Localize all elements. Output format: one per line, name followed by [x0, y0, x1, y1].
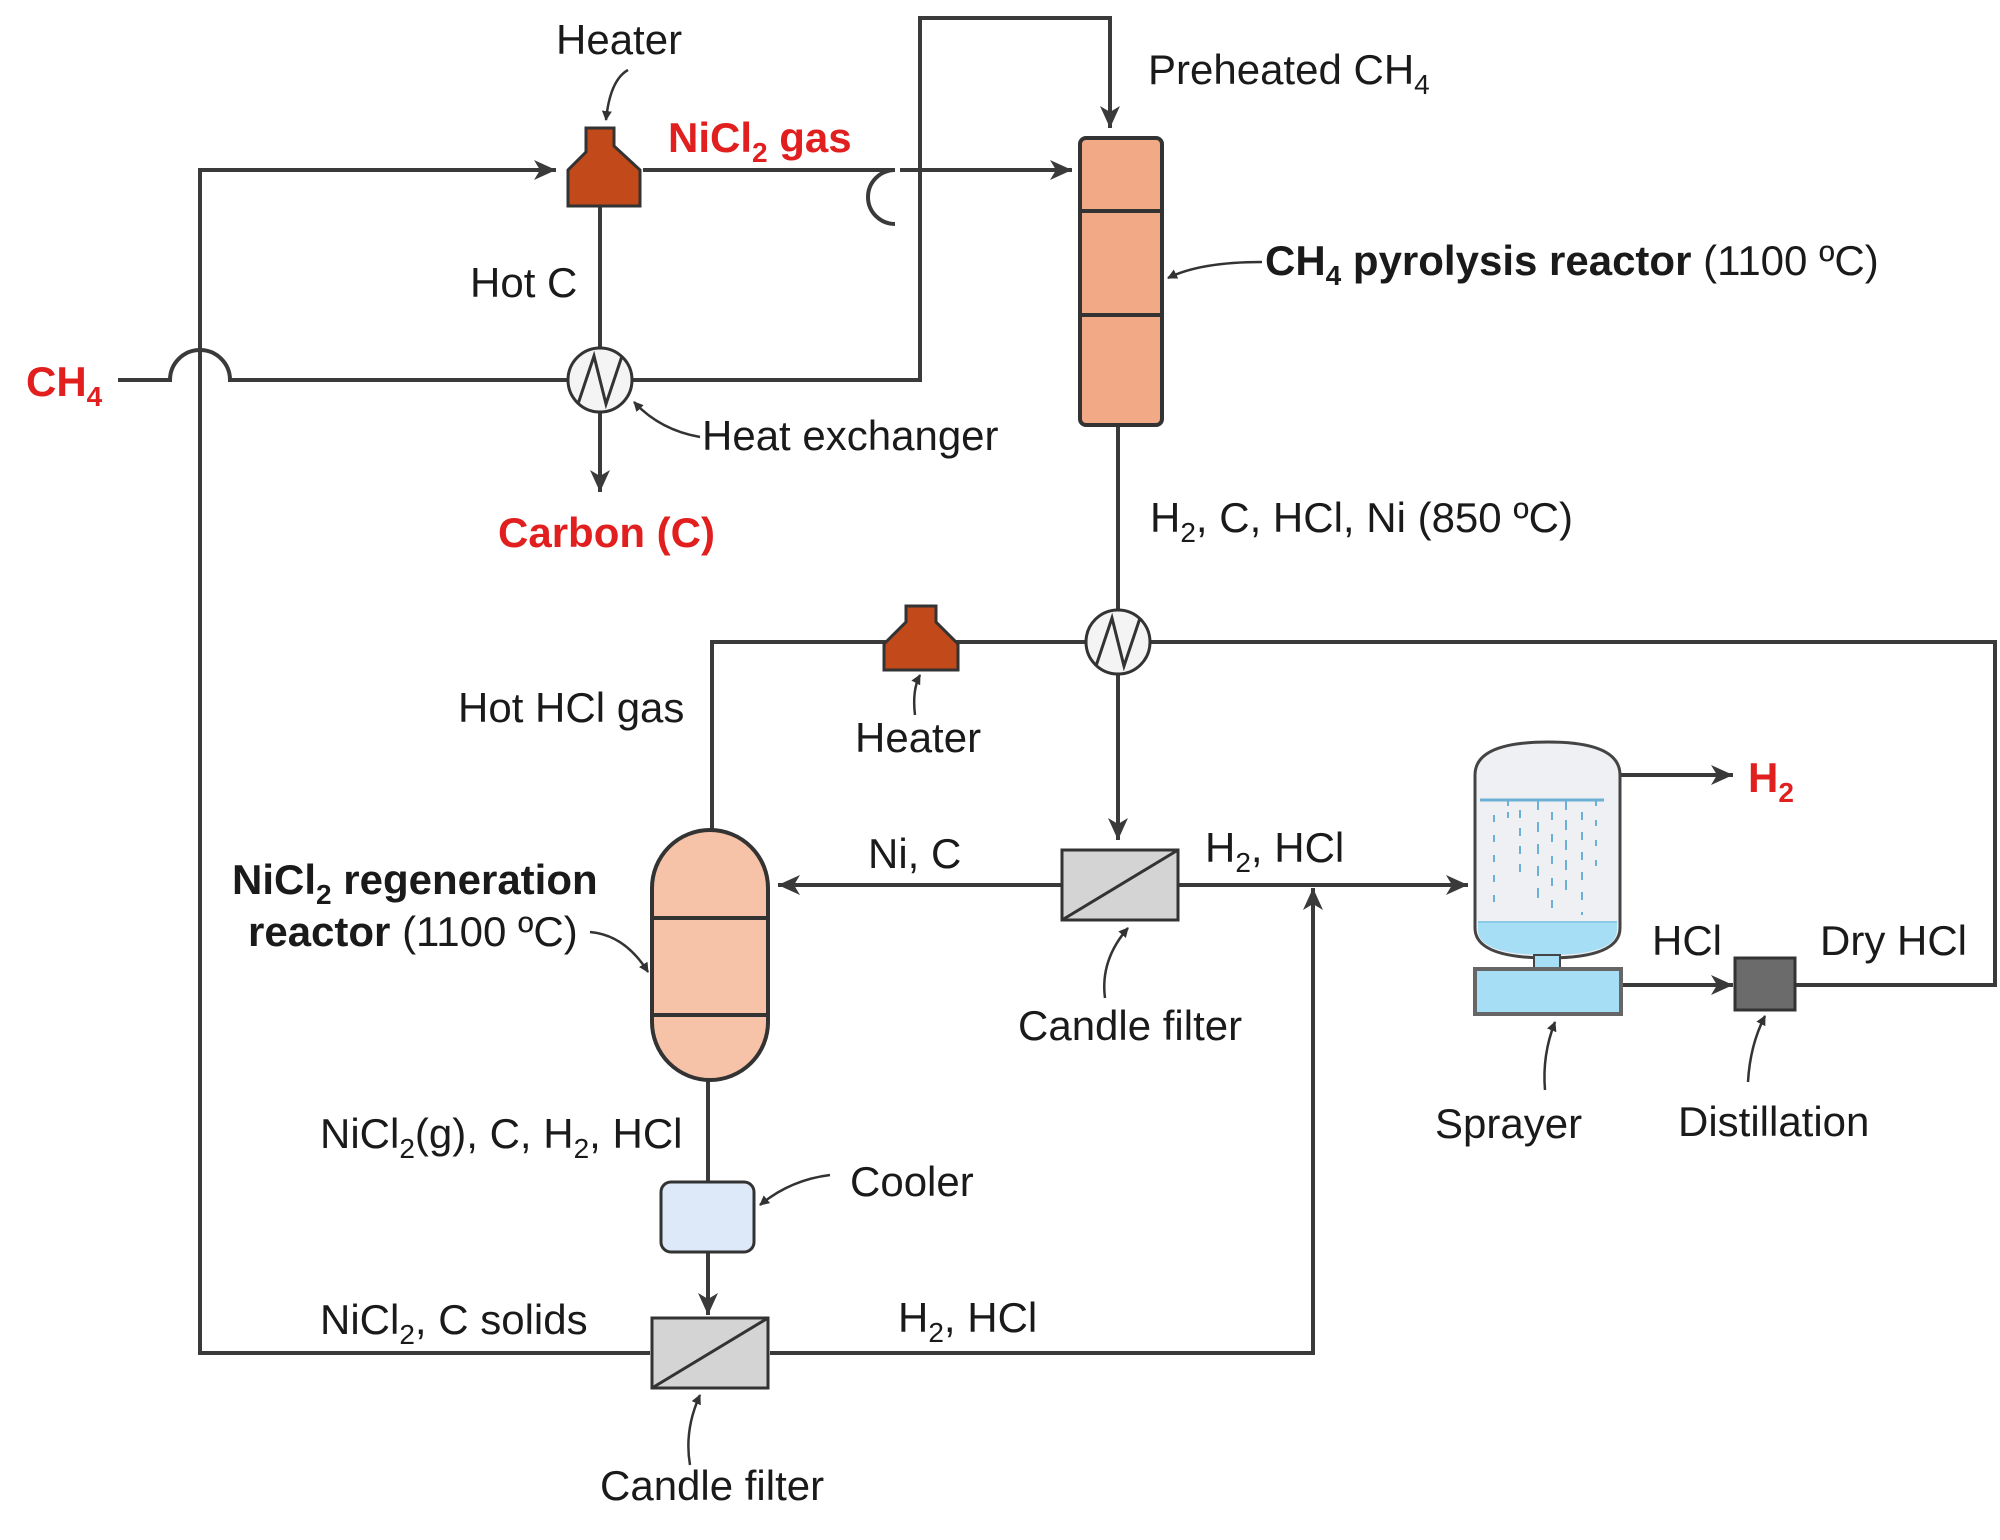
hot-hcl-gas-pipe — [710, 640, 1090, 830]
nicl2-gas-pipe — [643, 168, 896, 226]
label-regen-reactor-line2: reactor (1100 ºC) — [248, 908, 578, 955]
label-heat-exchanger: Heat exchanger — [702, 412, 999, 459]
label-preheated-ch4: Preheated CH4 — [1148, 46, 1430, 100]
label-heater-top: Heater — [556, 16, 682, 63]
ch4-feed-pipe — [118, 16, 1120, 382]
label-ni-c: Ni, C — [868, 830, 961, 877]
heat-exchanger-top — [566, 346, 634, 414]
label-h2-hcl-bottom: H2, HCl — [898, 1294, 1037, 1348]
label-hot-c: Hot C — [470, 259, 577, 306]
h2-hcl-bottom-pipe — [770, 888, 1323, 1355]
label-regen-reactor-line1: NiCl2 regeneration — [232, 856, 598, 910]
heat-exchanger-mid — [1084, 608, 1152, 676]
label-pyrolysis-outlet: H2, C, HCl, Ni (850 ºC) — [1150, 494, 1573, 548]
label-candle-filter-mid: Candle filter — [1018, 1002, 1242, 1049]
label-distillation: Distillation — [1678, 1098, 1869, 1145]
label-h2-product: H2 — [1748, 754, 1794, 808]
heater-mid — [882, 604, 960, 672]
distillation-unit — [1733, 956, 1797, 1012]
candle-filter-mid — [1060, 848, 1180, 922]
label-sprayer: Sprayer — [1435, 1100, 1582, 1147]
label-hot-hcl-gas: Hot HCl gas — [458, 684, 684, 731]
recycle-loop-pipe — [198, 160, 650, 1355]
heater-top — [566, 126, 642, 208]
label-nicl2-c-solids: NiCl2, C solids — [320, 1296, 588, 1350]
sprayer — [1473, 740, 1623, 1016]
label-hcl: HCl — [1652, 917, 1722, 964]
pointer-lines — [589, 68, 1767, 1466]
pipes — [118, 16, 1997, 1355]
label-heater-mid: Heater — [855, 714, 981, 761]
label-candle-filter-bottom: Candle filter — [600, 1462, 824, 1509]
label-ch4-feed: CH4 — [26, 358, 103, 412]
label-nicl2-gas: NiCl2 gas — [668, 114, 852, 168]
spray-nozzles — [1480, 798, 1604, 915]
label-carbon-product: Carbon (C) — [498, 509, 715, 556]
label-cooler: Cooler — [850, 1158, 974, 1205]
label-dry-hcl: Dry HCl — [1820, 917, 1967, 964]
regeneration-reactor — [650, 828, 770, 1082]
cooler — [659, 1180, 756, 1254]
label-h2-hcl-top: H2, HCl — [1205, 824, 1344, 878]
candle-filter-bottom — [650, 1316, 770, 1390]
pyrolysis-reactor — [1078, 136, 1164, 427]
label-regen-outlet: NiCl2(g), C, H2, HCl — [320, 1110, 683, 1164]
label-pyrolysis-reactor: CH4 pyrolysis reactor (1100 ºC) — [1265, 237, 1879, 291]
dry-hcl-return-pipe — [1148, 640, 1997, 987]
